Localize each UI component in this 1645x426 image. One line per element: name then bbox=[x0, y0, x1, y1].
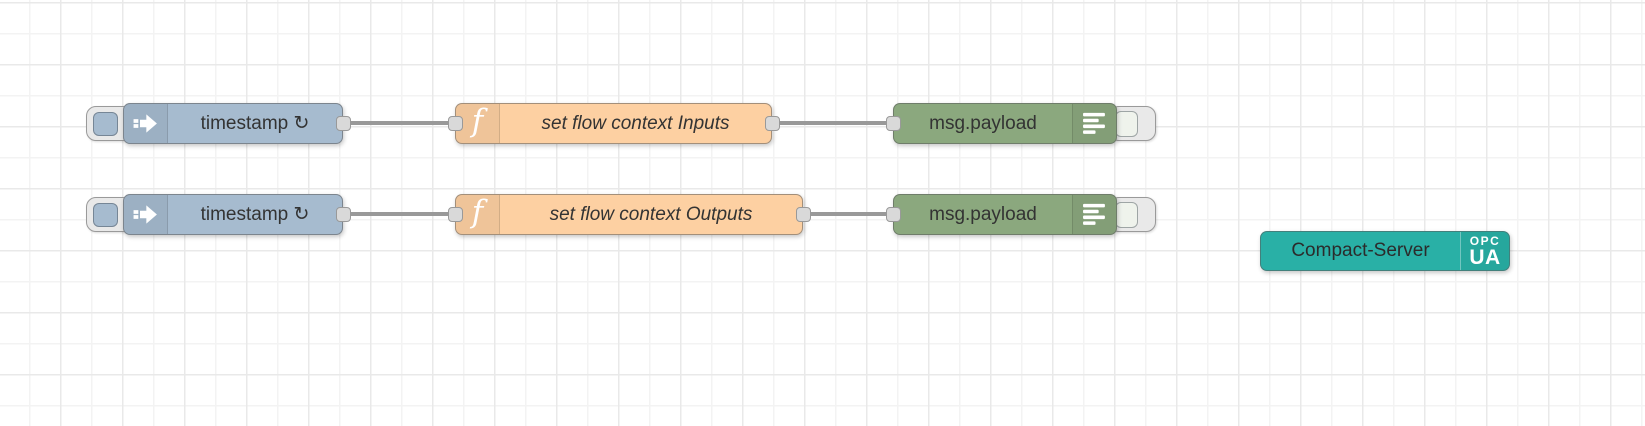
function-icon: f bbox=[456, 195, 500, 234]
input-port[interactable] bbox=[448, 116, 463, 131]
node-label: msg.payload bbox=[929, 112, 1037, 134]
node-label: msg.payload bbox=[929, 203, 1037, 225]
opcua-server-node[interactable]: Compact-Server OPC UA bbox=[1260, 231, 1510, 271]
opcua-badge-line1: OPC bbox=[1469, 233, 1501, 248]
node-label: timestamp ↻ bbox=[200, 204, 310, 225]
input-port[interactable] bbox=[886, 207, 901, 222]
debug-list-icon bbox=[1083, 203, 1105, 225]
node-label: timestamp ↻ bbox=[200, 113, 310, 134]
opcua-badge-line2: UA bbox=[1469, 245, 1501, 269]
function-f-glyph: f bbox=[471, 194, 484, 230]
wire[interactable] bbox=[803, 212, 893, 216]
inject-node[interactable]: timestamp ↻ bbox=[123, 194, 343, 235]
output-port[interactable] bbox=[765, 116, 780, 131]
output-port[interactable] bbox=[336, 207, 351, 222]
node-label: set flow context Outputs bbox=[549, 203, 753, 225]
inject-button-face bbox=[93, 112, 118, 136]
debug-toggle-face bbox=[1115, 111, 1138, 137]
debug-node[interactable]: msg.payload bbox=[893, 194, 1117, 235]
inject-icon bbox=[124, 104, 168, 143]
opcua-icon: OPC UA bbox=[1460, 232, 1509, 270]
debug-icon bbox=[1072, 195, 1116, 234]
function-node[interactable]: f set flow context Outputs bbox=[455, 194, 803, 235]
debug-icon bbox=[1072, 104, 1116, 143]
input-port[interactable] bbox=[886, 116, 901, 131]
wire[interactable] bbox=[772, 121, 893, 125]
wire[interactable] bbox=[343, 212, 455, 216]
inject-arrow-icon bbox=[133, 205, 157, 224]
function-icon: f bbox=[456, 104, 500, 143]
debug-node[interactable]: msg.payload bbox=[893, 103, 1117, 144]
wire[interactable] bbox=[343, 121, 455, 125]
output-port[interactable] bbox=[336, 116, 351, 131]
inject-icon bbox=[124, 195, 168, 234]
inject-node[interactable]: timestamp ↻ bbox=[123, 103, 343, 144]
output-port[interactable] bbox=[796, 207, 811, 222]
debug-toggle-face bbox=[1115, 202, 1138, 228]
inject-arrow-icon bbox=[133, 114, 157, 133]
node-label: Compact-Server bbox=[1291, 240, 1430, 261]
input-port[interactable] bbox=[448, 207, 463, 222]
debug-list-icon bbox=[1083, 112, 1105, 134]
function-node[interactable]: f set flow context Inputs bbox=[455, 103, 772, 144]
node-label: set flow context Inputs bbox=[541, 112, 730, 134]
function-f-glyph: f bbox=[471, 103, 484, 139]
inject-button-face bbox=[93, 203, 118, 227]
